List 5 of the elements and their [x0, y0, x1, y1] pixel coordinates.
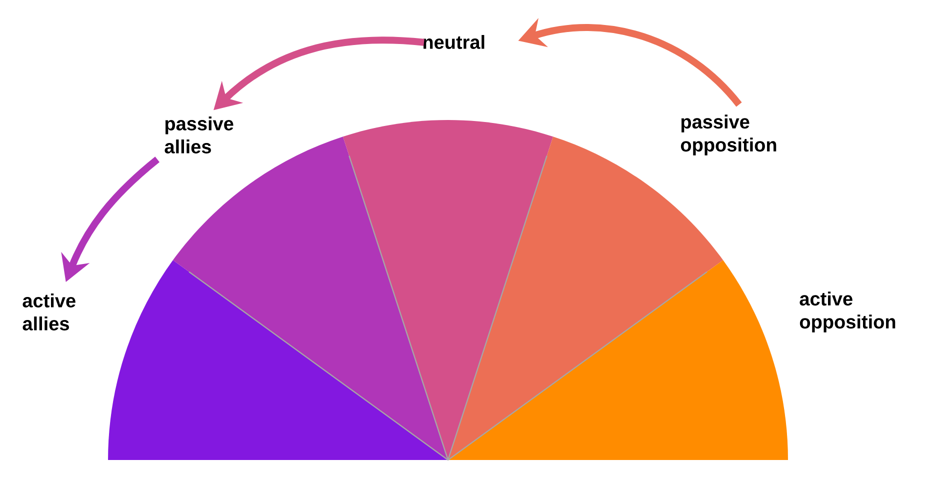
wedge-label: passive opposition — [680, 114, 776, 156]
wedge-label: neutral — [423, 35, 484, 49]
wedge-label: active opposition — [800, 292, 896, 332]
wedge-label: active allies — [22, 294, 76, 330]
wedge-label: passive allies — [164, 116, 234, 154]
